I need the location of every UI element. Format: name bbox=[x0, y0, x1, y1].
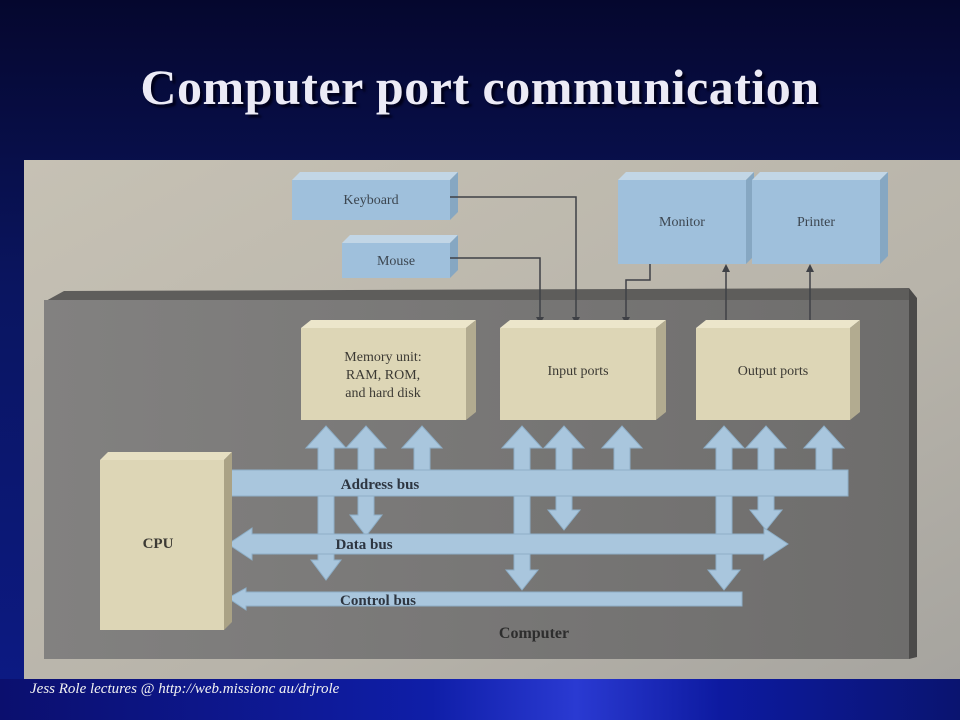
mouse-label: Mouse bbox=[377, 254, 415, 269]
input-ports-box: Input ports bbox=[500, 320, 666, 420]
data-bus-label: Data bus bbox=[335, 537, 392, 553]
computer-label: Computer bbox=[499, 625, 569, 642]
printer-label: Printer bbox=[797, 215, 835, 230]
address-bus-label: Address bus bbox=[341, 477, 420, 493]
footer-bar bbox=[0, 679, 960, 720]
device-connections bbox=[450, 196, 811, 322]
control-bus-arrow bbox=[227, 587, 743, 611]
port-diagram: Keyboard Mouse Monitor Printer bbox=[24, 160, 960, 679]
footer-credit: Jess Role lectures @ http://web.missionc… bbox=[30, 681, 340, 697]
data-bus-arrow bbox=[227, 527, 789, 561]
memory-label-line3: and hard disk bbox=[345, 386, 420, 401]
cpu-label: CPU bbox=[143, 536, 174, 552]
memory-label-line2: RAM, ROM, bbox=[346, 368, 420, 383]
monitor-label: Monitor bbox=[659, 215, 705, 230]
monitor-box: Monitor bbox=[618, 172, 754, 264]
slide-title: Computer port communication bbox=[140, 59, 820, 115]
keyboard-box: Keyboard bbox=[292, 172, 458, 220]
memory-label-line1: Memory unit: bbox=[344, 350, 421, 365]
input-ports-label: Input ports bbox=[547, 364, 608, 379]
memory-unit-box: Memory unit: RAM, ROM, and hard disk bbox=[301, 320, 476, 420]
computer-panel-top bbox=[44, 288, 909, 302]
output-ports-box: Output ports bbox=[696, 320, 860, 420]
cpu-box: CPU bbox=[100, 452, 232, 630]
control-bus-label: Control bus bbox=[340, 593, 416, 609]
output-ports-label: Output ports bbox=[738, 364, 808, 379]
horizontal-buses bbox=[227, 469, 849, 611]
keyboard-label: Keyboard bbox=[343, 193, 398, 208]
mouse-box: Mouse bbox=[342, 235, 458, 278]
computer-panel-side bbox=[909, 288, 917, 659]
diagram-photo: Keyboard Mouse Monitor Printer bbox=[24, 160, 960, 679]
printer-box: Printer bbox=[752, 172, 888, 264]
address-bus-arrow bbox=[227, 469, 849, 497]
